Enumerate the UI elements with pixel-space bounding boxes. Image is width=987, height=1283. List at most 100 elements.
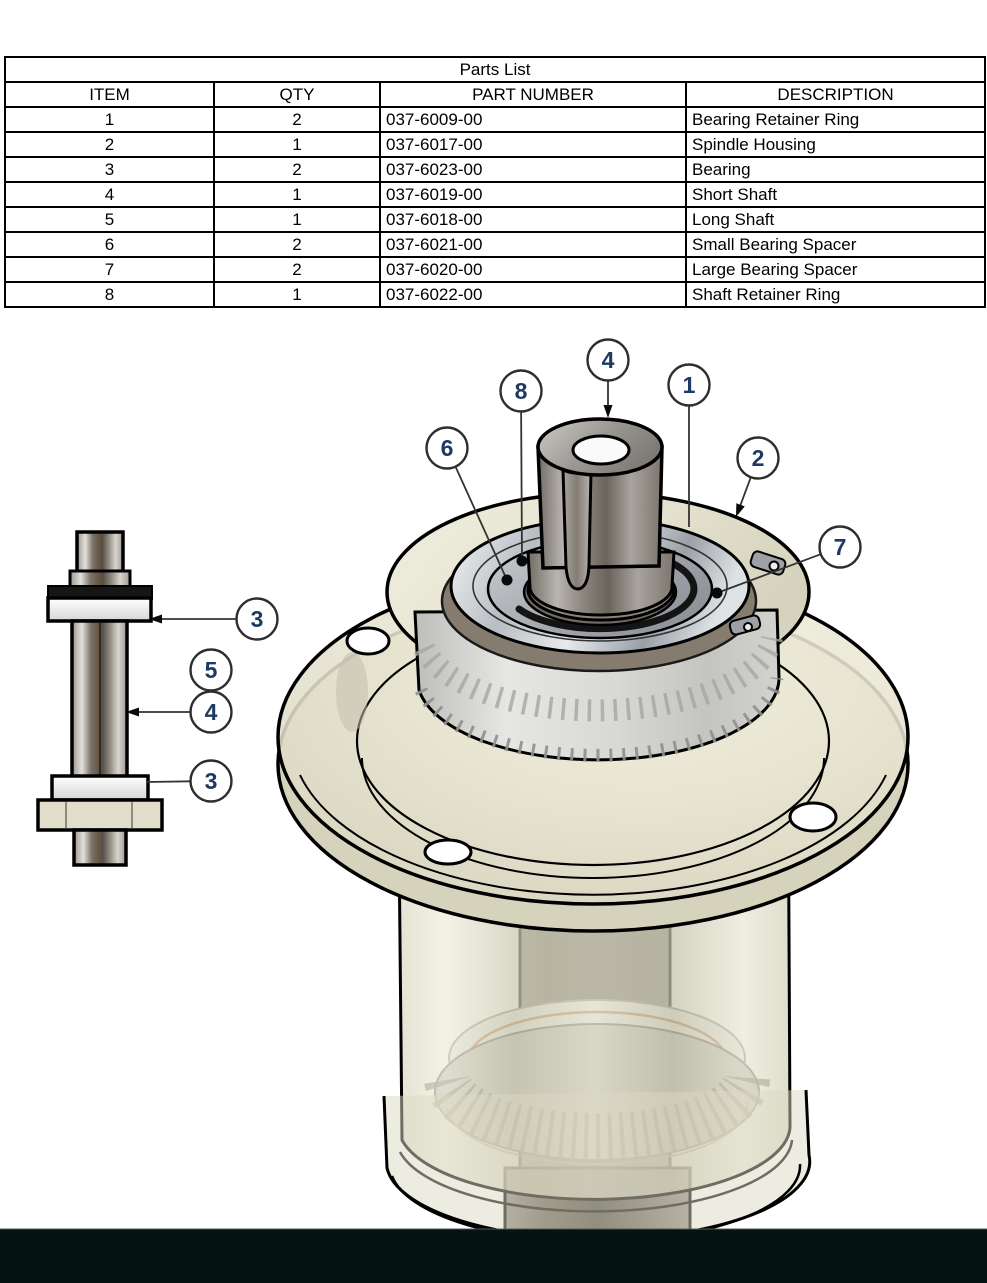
leader-dot <box>501 574 513 586</box>
part-item-cell: 5 <box>4 206 215 233</box>
callout-balloon-8 <box>499 369 543 413</box>
leader-line <box>454 466 508 581</box>
callout-balloon-3 <box>235 597 279 641</box>
part-qty-cell: 2 <box>213 156 381 183</box>
bolt-hole <box>345 626 391 656</box>
part-qty-cell: 2 <box>213 256 381 283</box>
spacer-flange <box>36 798 164 832</box>
part-item-cell: 1 <box>4 106 215 133</box>
part-number-cell: 037-6009-00 <box>379 106 687 133</box>
part-description-cell: Large Bearing Spacer <box>684 256 987 283</box>
leader-line <box>520 411 523 562</box>
part-description-cell: Bearing Retainer Ring <box>684 106 987 133</box>
part-number-cell: 037-6019-00 <box>379 181 687 208</box>
leader-line <box>716 553 822 594</box>
callout-balloon-4 <box>586 338 630 382</box>
retainer-tab-hole <box>768 560 780 572</box>
part-qty-cell: 1 <box>213 181 381 208</box>
part-number-cell: 037-6017-00 <box>379 131 687 158</box>
bolt-hole <box>423 838 473 866</box>
upper-bearing <box>46 596 153 623</box>
parts-column-header-2: PART NUMBER <box>379 81 687 108</box>
callout-balloon-1 <box>667 363 711 407</box>
bolt-hole <box>788 801 838 833</box>
callout-number-4: 4 <box>602 347 615 373</box>
part-qty-cell: 2 <box>213 231 381 258</box>
callout-number-6: 6 <box>441 435 454 461</box>
keyway-slot <box>561 467 593 591</box>
parts-column-header-3: DESCRIPTION <box>684 81 987 108</box>
callout-number-8: 8 <box>515 378 528 404</box>
shaft-square-end <box>75 530 125 576</box>
retainer-tab-hole <box>743 622 753 632</box>
part-description-cell: Bearing <box>684 156 987 183</box>
leader-line <box>146 780 191 783</box>
shaft-lower-stub <box>72 828 128 867</box>
callout-number-1: 1 <box>683 372 696 398</box>
part-qty-cell: 1 <box>213 206 381 233</box>
callout-number-2: 2 <box>752 445 765 471</box>
callout-balloon-3 <box>189 759 233 803</box>
parts-column-header-0: ITEM <box>4 81 215 108</box>
callout-balloon-7 <box>818 525 862 569</box>
callout-number-7: 7 <box>834 534 847 560</box>
leader-dot <box>711 587 723 599</box>
knurl-ticks-upper <box>414 635 783 722</box>
part-description-cell: Spindle Housing <box>684 131 987 158</box>
leader-arrowhead <box>126 707 139 717</box>
callout-balloon-6 <box>425 426 469 470</box>
part-description-cell: Long Shaft <box>684 206 987 233</box>
part-item-cell: 6 <box>4 231 215 258</box>
part-qty-cell: 1 <box>213 131 381 158</box>
bolt-hole-shadow <box>336 652 368 732</box>
footer-band <box>0 1229 987 1283</box>
callout-number-5: 5 <box>205 657 218 683</box>
flange-edge-arc <box>299 774 887 896</box>
leader-arrowhead <box>603 405 613 418</box>
part-number-cell: 037-6020-00 <box>379 256 687 283</box>
part-qty-cell: 2 <box>213 106 381 133</box>
callout-number-4: 4 <box>205 699 218 725</box>
part-item-cell: 7 <box>4 256 215 283</box>
leader-arrowhead <box>149 614 162 624</box>
part-description-cell: Shaft Retainer Ring <box>684 281 987 308</box>
part-number-cell: 037-6018-00 <box>379 206 687 233</box>
part-item-cell: 4 <box>4 181 215 208</box>
spindle-assembly-view <box>276 417 910 1243</box>
part-description-cell: Small Bearing Spacer <box>684 231 987 258</box>
parts-column-header-1: QTY <box>213 81 381 108</box>
callout-balloon-4 <box>189 690 233 734</box>
leader-arrowhead <box>736 503 745 517</box>
part-number-cell: 037-6023-00 <box>379 156 687 183</box>
short-shaft-top <box>526 417 676 622</box>
callout-number-3: 3 <box>205 768 218 794</box>
parts-title-row: Parts List <box>3 56 987 83</box>
part-item-cell: 3 <box>4 156 215 183</box>
part-description-cell: Short Shaft <box>684 181 987 208</box>
shaft-center-hole <box>571 434 631 466</box>
callout-balloon-2 <box>736 436 780 480</box>
leader-dot <box>516 555 528 567</box>
parts-list-title: Parts List <box>3 56 987 83</box>
leader-line <box>738 476 752 508</box>
part-item-cell: 8 <box>4 281 215 308</box>
lower-bearing <box>50 774 150 802</box>
part-number-cell: 037-6022-00 <box>379 281 687 308</box>
part-number-cell: 037-6021-00 <box>379 231 687 258</box>
knurl-ticks-lower <box>415 676 784 762</box>
